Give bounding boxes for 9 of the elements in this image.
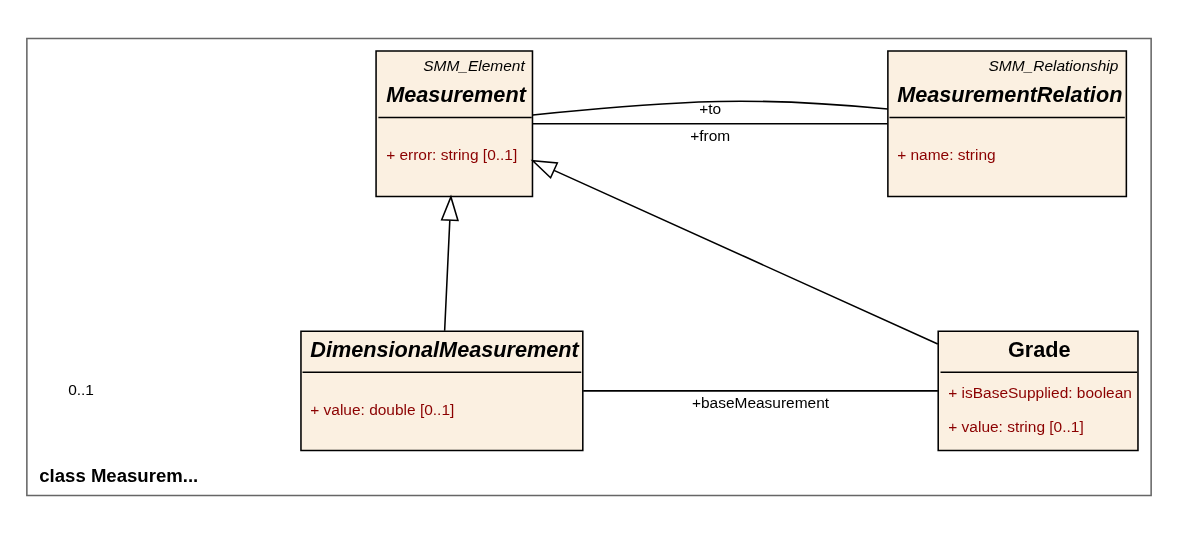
- connector: [532, 99, 889, 116]
- edge-label: +from: [690, 126, 731, 144]
- connector: [582, 389, 939, 392]
- arrow: [530, 159, 939, 345]
- edge-label: +baseMeasurement: [691, 393, 830, 411]
- connector: [532, 122, 889, 125]
- arrow: [440, 194, 459, 331]
- label: 0..1: [68, 380, 94, 398]
- edge-label: +to: [699, 99, 722, 117]
